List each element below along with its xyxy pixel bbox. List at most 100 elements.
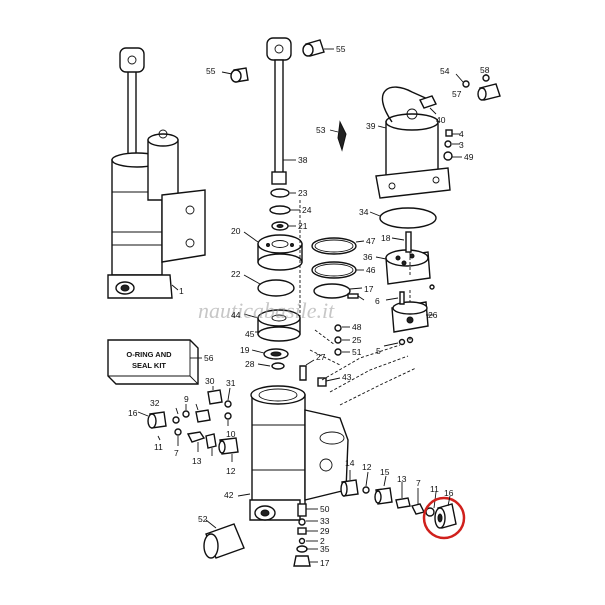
bottom-valve-stack (293, 503, 311, 567)
oring-34 (379, 207, 437, 229)
callout-27: 27 (316, 352, 326, 362)
callout-29: 29 (320, 526, 330, 536)
callout-45: 45 (245, 329, 255, 339)
callout-24: 24 (302, 205, 312, 215)
callout-57: 57 (452, 89, 462, 99)
highlighted-part-16 (434, 503, 457, 529)
part-small-ball (429, 284, 435, 290)
callout-44: 44 (231, 310, 241, 320)
leader-1 (171, 284, 179, 291)
callout-17-upper: 17 (364, 284, 374, 294)
callout-2: 2 (320, 536, 325, 546)
callout-6: 6 (375, 296, 380, 306)
piston-44 (257, 309, 301, 342)
callout-13-right: 13 (397, 474, 407, 484)
cylinder-42 (249, 385, 349, 521)
callout-3: 3 (459, 140, 464, 150)
callout-12-left: 12 (226, 466, 236, 476)
valve-group-right (340, 479, 435, 517)
callout-46: 46 (366, 265, 376, 275)
seal-kit-box: O-RING AND SEAL KIT (107, 339, 199, 385)
pump-base-26 (391, 301, 429, 333)
callout-43: 43 (342, 372, 352, 382)
callout-38: 38 (298, 155, 308, 165)
callout-54: 54 (440, 66, 450, 76)
part-3b (444, 140, 452, 148)
part-43 (317, 377, 327, 387)
callout-13-left: 13 (192, 456, 202, 466)
oring-22 (257, 279, 295, 297)
callout-35: 35 (320, 544, 330, 554)
callout-50: 50 (320, 504, 330, 514)
part-5a (398, 338, 406, 346)
callout-23: 23 (298, 188, 308, 198)
part-54 (462, 80, 470, 88)
part-49 (443, 151, 453, 161)
callout-labels: 1 2 3 4 5 6 7 7 9 10 11 11 12 12 13 13 1… (128, 44, 490, 568)
callout-19: 19 (240, 345, 250, 355)
callout-39: 39 (366, 121, 376, 131)
brush-53 (337, 120, 347, 152)
callout-55-left: 55 (206, 66, 216, 76)
callout-56: 56 (204, 353, 214, 363)
callout-47: 47 (366, 236, 376, 246)
callout-48: 48 (352, 322, 362, 332)
callout-11-right: 11 (430, 484, 439, 494)
callout-33: 33 (320, 516, 330, 526)
callout-34: 34 (359, 207, 369, 217)
callout-28: 28 (245, 359, 255, 369)
callout-18: 18 (381, 233, 391, 243)
part-6 (399, 291, 405, 305)
callout-7-left: 7 (174, 448, 179, 458)
part-58 (482, 74, 490, 82)
callout-49: 49 (464, 152, 474, 162)
callout-1: 1 (179, 286, 184, 296)
bushing-52 (203, 523, 245, 559)
callout-5: 5 (376, 346, 381, 356)
callout-16-right: 16 (444, 488, 454, 498)
watermark-text: nauticabasile.it (198, 298, 335, 323)
part-4 (445, 129, 453, 137)
callout-58: 58 (480, 65, 490, 75)
highlight-circle (422, 496, 466, 540)
callout-14: 14 (345, 458, 355, 468)
callout-10: 10 (226, 429, 236, 439)
part-28 (271, 362, 285, 370)
seal-kit-line1: O-RING AND (126, 350, 172, 359)
callout-12-right: 12 (362, 462, 372, 472)
part-48 (334, 324, 342, 332)
callout-4: 4 (459, 129, 464, 139)
callout-22: 22 (231, 269, 241, 279)
callout-20: 20 (231, 226, 241, 236)
valve-group-left (147, 389, 239, 455)
callout-52: 52 (198, 514, 208, 524)
callout-53: 53 (316, 125, 326, 135)
callout-30: 30 (205, 376, 215, 386)
assembled-trim-unit (107, 47, 206, 299)
callout-26: 26 (428, 310, 438, 320)
callout-17-lower: 17 (320, 558, 330, 568)
callout-55-right: 55 (336, 44, 346, 54)
callout-9: 9 (184, 394, 189, 404)
part-40 (419, 95, 437, 109)
piston-rod-38 (266, 37, 292, 185)
part-23 (270, 188, 290, 198)
callout-40: 40 (436, 115, 446, 125)
bushing-55-left (230, 67, 249, 83)
callout-16-left: 16 (128, 408, 138, 418)
callout-31: 31 (226, 378, 236, 388)
part-25 (334, 336, 342, 344)
callout-25: 25 (352, 335, 362, 345)
callout-36: 36 (363, 252, 373, 262)
seal-kit-line2: SEAL KIT (132, 361, 166, 370)
part-51 (334, 348, 342, 356)
callout-7-right: 7 (416, 478, 421, 488)
part-24 (269, 205, 291, 215)
motor-39 (375, 86, 451, 199)
callout-51: 51 (352, 347, 362, 357)
oring-47 (311, 237, 357, 255)
callout-32: 32 (150, 398, 160, 408)
oring-17 (313, 283, 351, 299)
